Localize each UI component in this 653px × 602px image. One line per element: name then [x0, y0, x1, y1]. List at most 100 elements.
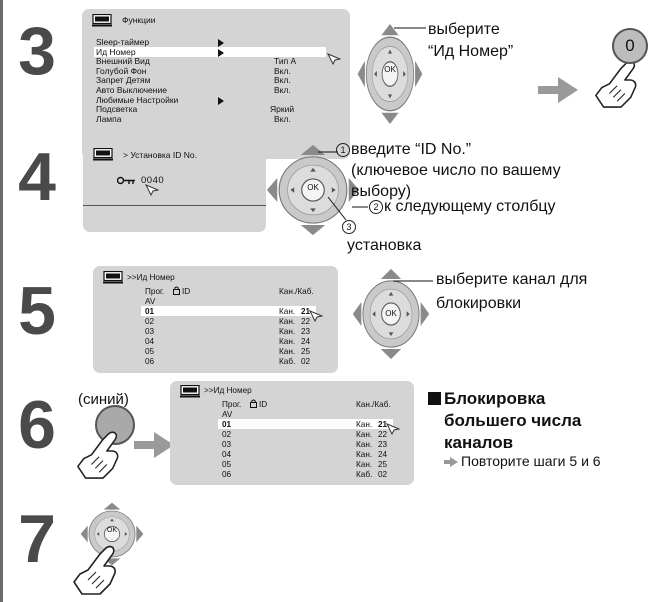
table-row-prog[interactable]: 06	[222, 470, 232, 479]
ok-button-label[interactable]: OK	[307, 183, 319, 192]
blue-button-caption: (синий)	[78, 391, 129, 408]
step4-instruction-line5: установка	[347, 237, 422, 254]
menu-item-value: Вкл.	[274, 113, 291, 124]
pointer-line	[318, 151, 338, 153]
menu-item-label[interactable]: Авто Выключение	[96, 85, 167, 95]
step-number-3: 3	[18, 13, 56, 89]
step3-caption-line1: выберите	[428, 21, 500, 38]
table-row-number: 24	[378, 450, 388, 459]
menu-item-label[interactable]: Запрет Детям	[96, 75, 151, 86]
pointer-line	[393, 280, 433, 282]
column-header-channel: Кан./Каб.	[279, 287, 314, 296]
column-header-id: ID	[259, 400, 268, 409]
menu-item-label[interactable]: Любимые Настройки	[96, 94, 179, 105]
section-heading-line1: Блокировка	[444, 389, 546, 408]
menu-item-label[interactable]: Ид Номер	[96, 46, 136, 57]
table-row-number: 24	[301, 337, 311, 346]
table-row-channel: Кан.	[279, 317, 296, 326]
hand-press-icon	[74, 420, 132, 482]
id-code-input[interactable]: 0040	[141, 175, 165, 186]
table-row-number: 25	[378, 460, 388, 469]
number-0-button[interactable]: 0	[612, 28, 648, 64]
table-row-prog[interactable]: 06	[145, 357, 155, 366]
section-heading-line3: каналов	[444, 433, 514, 452]
cursor-pointer-icon	[145, 184, 159, 196]
tv-screen-id-list: >>Ид Номер Прог. ID Кан./Каб. AV 01 Кан.…	[170, 381, 414, 485]
table-row-prog[interactable]: 04	[222, 450, 232, 459]
menu-item-label[interactable]: Внешний Вид	[96, 56, 150, 67]
table-row-prog: AV	[145, 297, 156, 306]
table-row-number: 21	[301, 307, 311, 316]
submenu-arrow-icon	[218, 48, 224, 57]
menu-title: > Установка ID No.	[123, 150, 197, 160]
tv-screen-functions-menu: Функции Sleep-таймер Ид Номер Внешний Ви…	[82, 9, 350, 159]
table-row-channel: Кан.	[279, 337, 296, 346]
lock-icon	[250, 399, 257, 408]
section-heading-line2: большего числа	[444, 411, 582, 430]
tv-menu-icon	[103, 271, 123, 284]
menu-title: Функции	[122, 15, 156, 25]
step-number-4: 4	[18, 139, 56, 215]
table-row-channel: Каб.	[356, 470, 373, 479]
table-row-prog[interactable]: 05	[222, 460, 232, 469]
table-row-prog[interactable]: 03	[145, 327, 155, 336]
table-row-prog[interactable]: 05	[145, 347, 155, 356]
ok-button-label[interactable]: OK	[385, 309, 397, 318]
table-row-number: 02	[301, 357, 311, 366]
table-row-number: 02	[378, 470, 388, 479]
table-row-prog[interactable]: 04	[145, 337, 155, 346]
menu-item-label[interactable]: Лампа	[96, 113, 122, 124]
table-row-channel: Кан.	[356, 430, 373, 439]
pointer-line	[327, 196, 347, 221]
menu-item-value: Тип А	[274, 56, 297, 67]
row-highlight-bar	[218, 419, 393, 429]
table-row-channel: Кан.	[356, 450, 373, 459]
table-row-channel: Кан.	[356, 460, 373, 469]
table-row-prog[interactable]: 03	[222, 440, 232, 449]
submenu-arrow-icon	[218, 96, 224, 105]
menu-item-label[interactable]: Подсветка	[96, 104, 138, 115]
step5-caption-line2: блокировки	[436, 295, 522, 312]
lock-icon	[173, 286, 180, 295]
tv-menu-icon	[92, 14, 112, 27]
menu-item-label[interactable]: Sleep-таймер	[96, 37, 150, 47]
table-row-prog[interactable]: 01	[145, 307, 155, 316]
table-row-prog[interactable]: 02	[145, 317, 155, 326]
table-row-channel: Кан.	[356, 420, 373, 429]
ok-button-label[interactable]: OK	[106, 527, 118, 534]
table-row-channel: Кан.	[279, 347, 296, 356]
repeat-steps-note: Повторите шаги 5 и 6	[461, 453, 601, 469]
menu-highlight-bar	[94, 47, 326, 57]
table-row-channel: Кан.	[356, 440, 373, 449]
table-row-number: 22	[378, 430, 388, 439]
table-row-channel: Кан.	[279, 307, 296, 316]
menu-item-label[interactable]: Голубой Фон	[96, 65, 147, 76]
tv-menu-icon	[93, 148, 113, 161]
tv-screen-id-setup: > Установка ID No. 0040	[83, 142, 266, 232]
next-arrow-icon	[134, 432, 174, 458]
table-row-number: 22	[301, 317, 311, 326]
table-row-number: 25	[301, 347, 311, 356]
pointer-line	[394, 27, 426, 29]
step-number-7: 7	[18, 501, 56, 577]
section-bullet-square	[428, 392, 441, 405]
table-row-number: 23	[378, 440, 388, 449]
step4-instruction-line3: выбору)	[351, 183, 412, 200]
key-icon	[117, 176, 135, 185]
tv-screen-id-list: >>Ид Номер Прог. ID Кан./Каб. AV 01 Кан.…	[93, 266, 338, 373]
submenu-arrow-icon	[218, 39, 224, 47]
step-number-6: 6	[18, 387, 56, 463]
table-row-prog[interactable]: 02	[222, 430, 232, 439]
table-row-channel: Кан.	[279, 327, 296, 336]
menu-item-value: Яркий	[270, 104, 295, 115]
ok-button-label[interactable]: OK	[384, 65, 396, 74]
step5-caption-line1: выберите канал для	[436, 271, 588, 288]
table-row-number: 21	[378, 420, 388, 429]
table-row-number: 23	[301, 327, 311, 336]
menu-item-value: Вкл.	[274, 85, 291, 95]
table-row-prog[interactable]: 01	[222, 420, 232, 429]
column-header-prog: Прог.	[145, 287, 165, 296]
step4-instruction-line4: к следующему столбцу	[384, 198, 556, 215]
next-arrow-icon	[538, 77, 578, 103]
step4-instruction-line1: введите “ID No.”	[351, 141, 472, 158]
